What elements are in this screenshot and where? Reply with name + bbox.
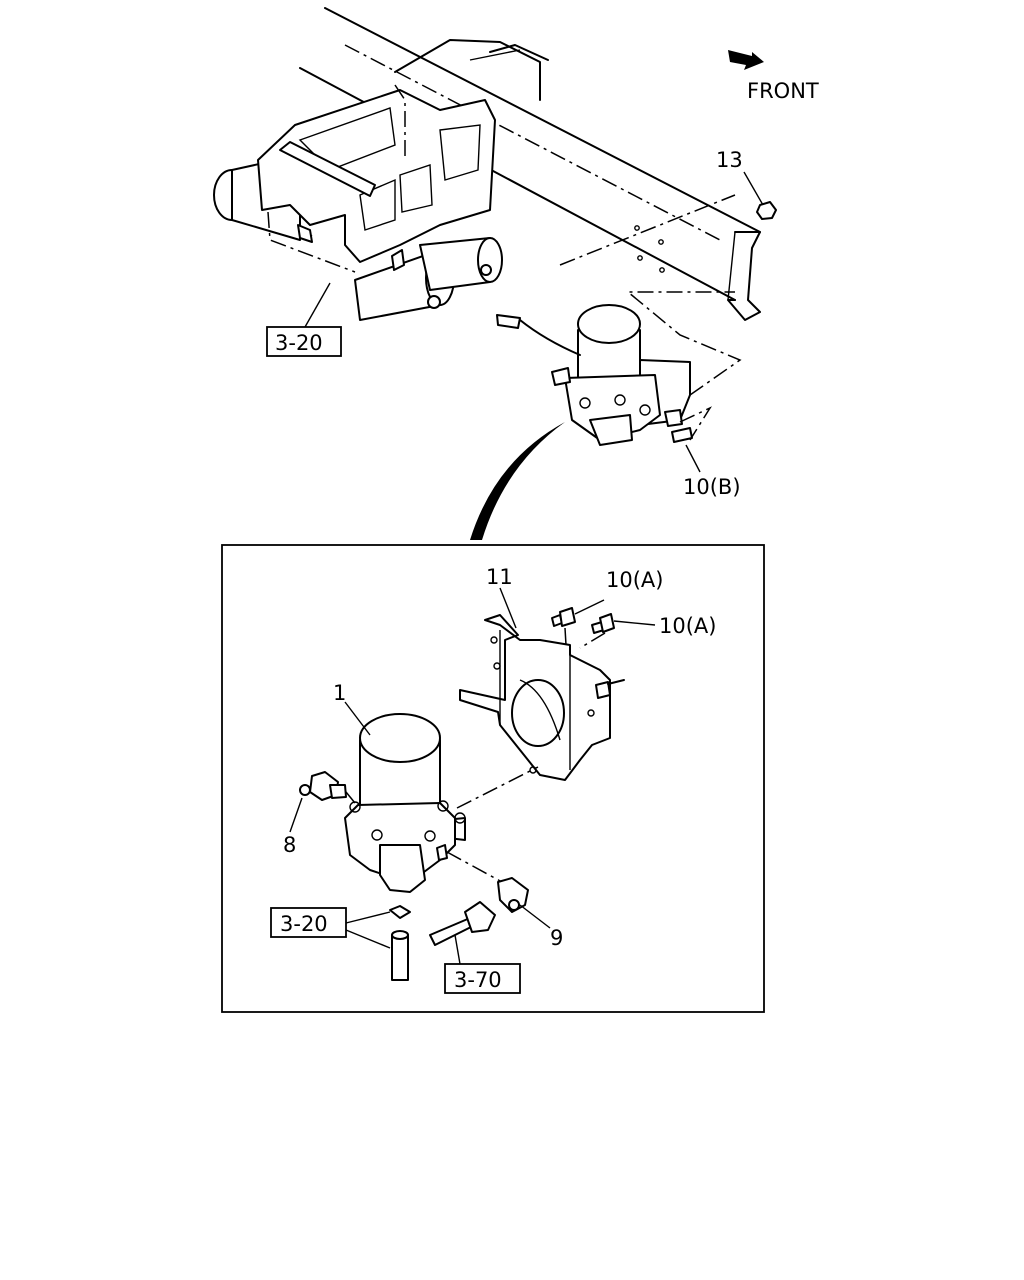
hose-connector-icon xyxy=(429,901,496,946)
part-9-label: 9 xyxy=(550,926,563,950)
ref-3-20-top-label: 3-20 xyxy=(275,331,323,355)
air-tanks xyxy=(213,154,503,321)
fitting-8-icon xyxy=(299,771,347,801)
part-1-label: 1 xyxy=(333,681,346,705)
bolt-10a-icon xyxy=(551,607,615,634)
ref-box-3-70 xyxy=(444,963,521,994)
nut-icon xyxy=(756,201,777,220)
front-arrow-icon xyxy=(728,50,764,70)
part-10b-label: 10(B) xyxy=(683,475,741,499)
part-8-label: 8 xyxy=(283,833,296,857)
part-10a-label-1: 10(A) xyxy=(606,568,663,592)
ref-box-3-20-bottom xyxy=(270,907,347,938)
ref-3-20-bottom-label: 3-20 xyxy=(280,912,328,936)
cross-member xyxy=(394,39,549,101)
tank-bracket xyxy=(257,84,496,273)
fitting-9-icon xyxy=(497,877,529,913)
air-dryer-detail xyxy=(344,713,466,893)
front-label: FRONT xyxy=(747,79,819,103)
pipe-icon xyxy=(389,905,411,981)
detail-frame xyxy=(221,544,765,1013)
detail-callout-arrow xyxy=(470,422,565,540)
ref-box-3-20-top xyxy=(266,326,342,357)
part-11-label: 11 xyxy=(486,565,513,589)
part-10a-label-2: 10(A) xyxy=(659,614,716,638)
part-13-label: 13 xyxy=(716,148,743,172)
ref-3-70-label: 3-70 xyxy=(454,968,502,992)
mounting-bracket xyxy=(459,614,625,781)
air-dryer-installed xyxy=(496,291,742,446)
